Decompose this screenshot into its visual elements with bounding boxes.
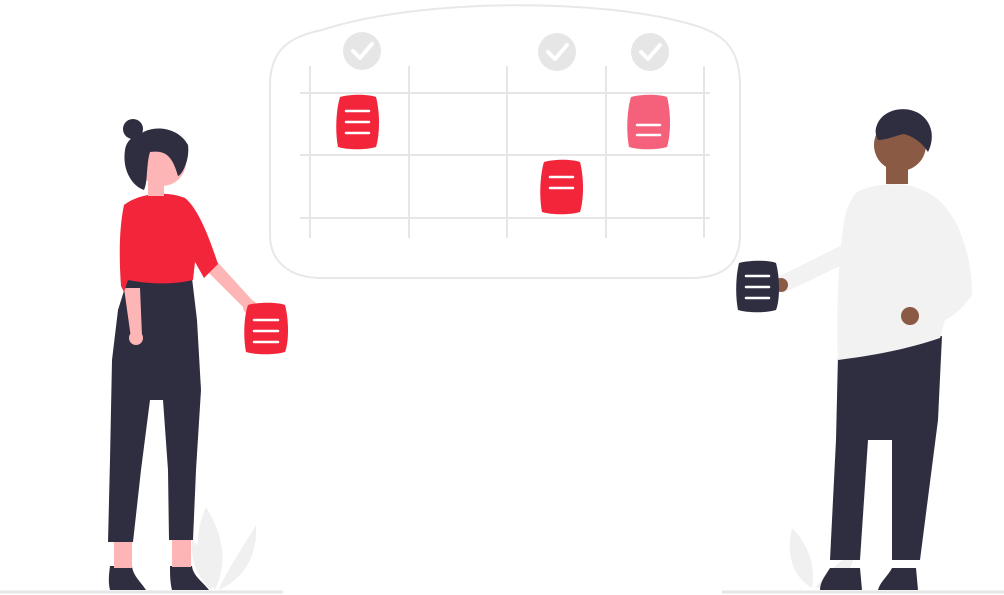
document-icon xyxy=(540,159,583,215)
check-circle-icon xyxy=(538,33,576,71)
document-icon xyxy=(627,94,670,150)
board-grid xyxy=(300,66,710,238)
woman-figure xyxy=(108,119,257,590)
board-outline xyxy=(269,4,741,279)
document-icon xyxy=(336,94,379,150)
plant-icon xyxy=(191,507,257,590)
schedule-board xyxy=(269,4,741,279)
check-circle-icon xyxy=(631,33,669,71)
man-figure xyxy=(774,109,972,590)
document-icon xyxy=(244,302,288,355)
document-icon xyxy=(736,260,779,313)
check-circle-icon xyxy=(343,32,381,70)
